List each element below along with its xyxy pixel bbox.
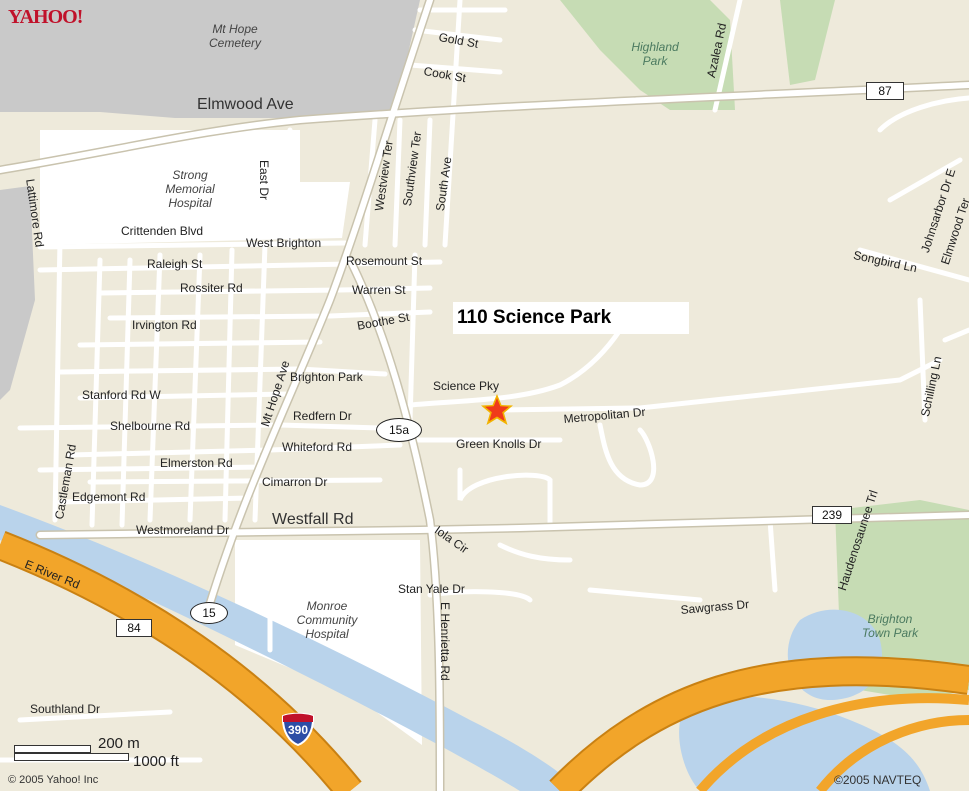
street-westfall-rd: Westfall Rd: [272, 511, 354, 528]
cemetery-area: [0, 0, 420, 118]
street-east-dr: East Dr: [257, 160, 271, 201]
street-westmoreland-dr: Westmoreland Dr: [136, 523, 230, 537]
street-southland-dr: Southland Dr: [30, 702, 101, 716]
street-science-pky: Science Pky: [433, 379, 500, 393]
scale-bar-imperial: [14, 753, 129, 761]
street-whiteford-rd: Whiteford Rd: [282, 440, 353, 454]
street-warren-st: Warren St: [352, 283, 406, 297]
scale-bar: 200 m 1000 ft: [14, 735, 214, 777]
street-stan-yale-dr: Stan Yale Dr: [398, 582, 465, 596]
yahoo-logo: YAHOO!: [8, 6, 83, 28]
route-shield-84: 84: [116, 619, 152, 637]
place-monroe-hospital: Monroe Community Hospital: [296, 599, 358, 641]
street-cimarron-dr: Cimarron Dr: [262, 475, 328, 489]
interstate-shield-390: 390: [280, 710, 316, 746]
street-rossiter-rd: Rossiter Rd: [180, 281, 243, 295]
copyright-navteq: ©2005 NAVTEQ: [834, 773, 922, 787]
location-marker[interactable]: [479, 392, 515, 428]
place-highland-park: Highland Park: [631, 40, 679, 68]
scale-label-imperial: 1000 ft: [133, 753, 179, 770]
star-icon: [481, 394, 513, 425]
street-elmwood-ave: Elmwood Ave: [197, 96, 294, 113]
address-callout: 110 Science Park: [453, 302, 689, 334]
street-brighton-park: Brighton Park: [290, 370, 363, 384]
highland-park-area: [560, 0, 735, 110]
strong-hospital-area: [40, 130, 350, 245]
copyright-yahoo: © 2005 Yahoo! Inc: [8, 774, 99, 786]
scale-bar-metric: [14, 745, 91, 753]
highway-i390: [0, 532, 969, 791]
highway-ramps: [696, 693, 969, 791]
street-raleigh-st: Raleigh St: [147, 257, 203, 271]
urban-area-left: [0, 186, 35, 400]
route-shield-15a: 15a: [376, 418, 422, 442]
interstate-shield-number: 390: [287, 723, 309, 737]
street-edgemont-rd: Edgemont Rd: [72, 490, 146, 504]
street-crittenden-blvd: Crittenden Blvd: [121, 224, 204, 238]
place-mt-hope-cemetery: Mt Hope Cemetery: [208, 22, 261, 50]
street-redfern-dr: Redfern Dr: [293, 409, 352, 423]
canal-water: [0, 505, 580, 791]
route-shield-239: 239: [812, 506, 852, 524]
interstate-shield-icon: [281, 712, 315, 746]
street-rosemount-st: Rosemount St: [346, 254, 423, 268]
scale-label-metric: 200 m: [98, 735, 140, 752]
route-shield-15: 15: [190, 602, 228, 624]
place-strong-hospital: Strong Memorial Hospital: [165, 168, 215, 210]
street-stanford-rd-w: Stanford Rd W: [82, 388, 161, 402]
lake-water: [679, 696, 930, 791]
place-brighton-town-park: Brighton Town Park: [861, 612, 919, 640]
street-irvington-rd: Irvington Rd: [132, 318, 197, 332]
street-green-knolls-dr: Green Knolls Dr: [456, 437, 542, 451]
park-strip-top: [780, 0, 835, 85]
street-elmerston-rd: Elmerston Rd: [160, 456, 233, 470]
street-west-brighton: West Brighton: [246, 236, 322, 250]
street-e-henrietta-rd: E Henrietta Rd: [438, 602, 452, 681]
route-shield-87: 87: [866, 82, 904, 100]
street-shelbourne-rd: Shelbourne Rd: [110, 419, 191, 433]
